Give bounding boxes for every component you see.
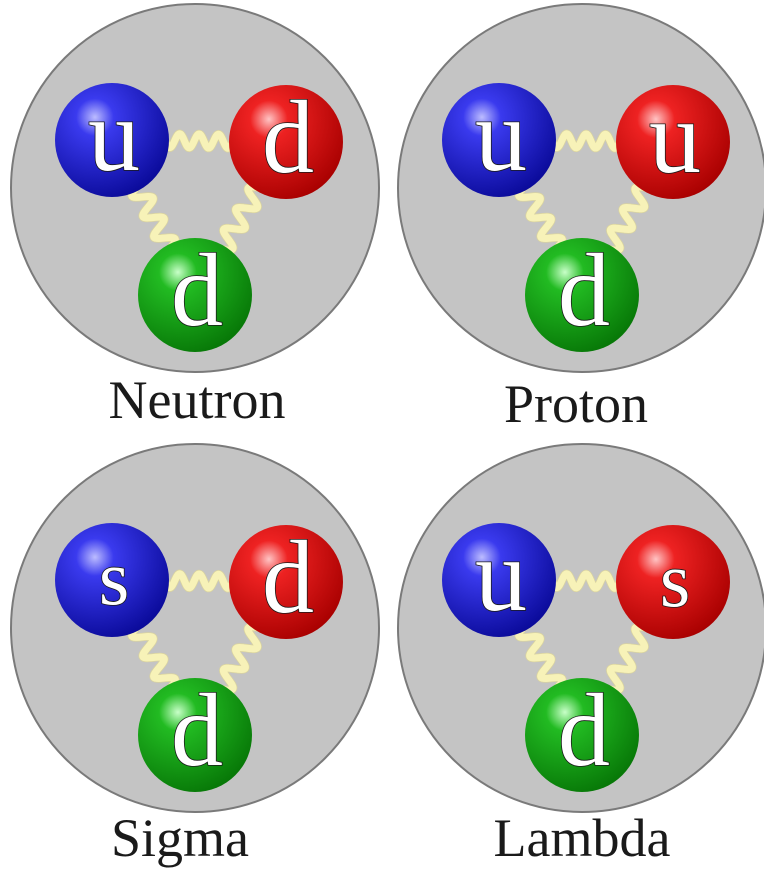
quark-green-d: d — [525, 232, 639, 352]
quark-label: d — [558, 233, 610, 348]
quark-red-d: d — [229, 79, 343, 199]
gluon-red-green — [217, 182, 264, 255]
quark-blue-u: u — [442, 77, 556, 197]
sigma-label: Sigma — [111, 808, 249, 868]
quark-sphere — [616, 525, 730, 639]
quark-sphere — [525, 678, 639, 792]
quark-red-u: u — [616, 79, 730, 199]
quark-sphere — [229, 525, 343, 639]
quark-blue-s: s — [55, 523, 169, 637]
quark-label: s — [660, 536, 690, 623]
quark-label: d — [558, 673, 610, 788]
quark-blue-u: u — [55, 77, 169, 197]
quark-label: u — [88, 78, 140, 193]
quark-red-d: d — [229, 519, 343, 639]
quark-sphere — [55, 83, 169, 197]
gluon-red-green — [217, 622, 264, 695]
gluon-blue-red — [160, 129, 238, 153]
quark-sphere — [616, 85, 730, 199]
quark-sphere — [442, 523, 556, 637]
lambda-label: Lambda — [494, 808, 671, 868]
quark-label: u — [649, 80, 701, 195]
gluon-blue-green — [127, 622, 180, 693]
quark-green-d: d — [525, 672, 639, 792]
quark-sphere — [138, 238, 252, 352]
quark-label: d — [171, 673, 223, 788]
gluon-blue-red — [160, 569, 238, 593]
quark-red-s: s — [616, 525, 730, 639]
quark-label: d — [262, 520, 314, 635]
quark-sphere — [229, 85, 343, 199]
quark-sphere — [55, 523, 169, 637]
quark-label: u — [475, 518, 527, 633]
quark-label: d — [171, 233, 223, 348]
quark-label: u — [475, 78, 527, 193]
gluon-blue-green — [127, 182, 180, 253]
proton-label: Proton — [504, 374, 648, 434]
quark-sphere — [525, 238, 639, 352]
quark-blue-u: u — [442, 517, 556, 637]
gluon-blue-red — [547, 569, 625, 593]
gluon-blue-green — [514, 182, 567, 253]
quark-sphere — [138, 678, 252, 792]
quark-sphere — [442, 83, 556, 197]
gluon-blue-red — [547, 129, 625, 153]
quark-green-d: d — [138, 232, 252, 352]
neutron-label: Neutron — [109, 370, 286, 430]
quark-green-d: d — [138, 672, 252, 792]
gluon-blue-green — [514, 622, 567, 693]
quark-label: s — [99, 534, 129, 621]
gluon-red-green — [604, 182, 651, 255]
quark-label: d — [262, 80, 314, 195]
gluon-red-green — [604, 622, 651, 695]
